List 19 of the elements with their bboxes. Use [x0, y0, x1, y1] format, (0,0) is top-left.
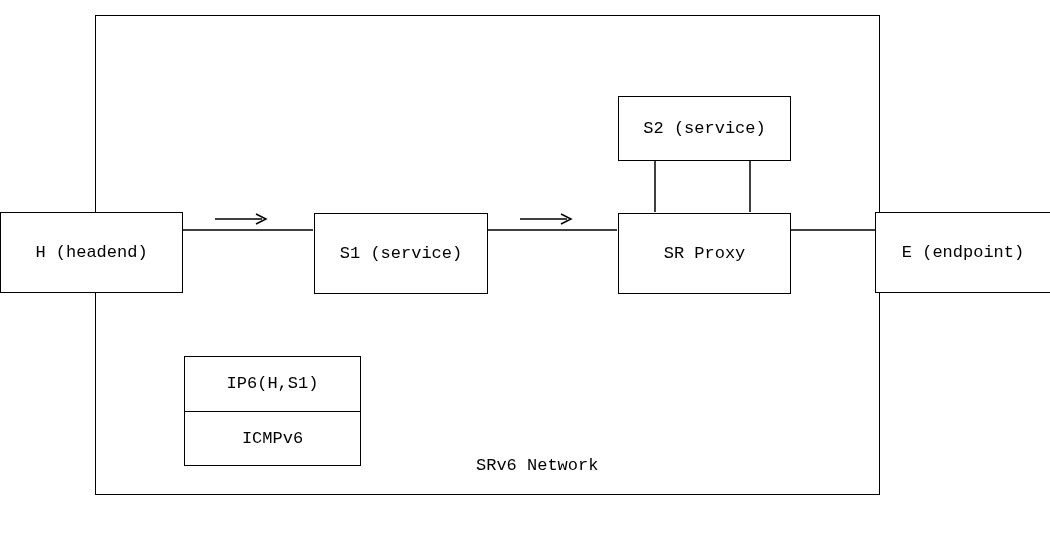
connector-line	[182, 229, 314, 231]
node-label: E (endpoint)	[900, 241, 1026, 264]
packet-stack	[184, 356, 361, 466]
node-label: S2 (service)	[642, 117, 767, 140]
node-label: SR Proxy	[662, 242, 747, 265]
node-box	[314, 213, 488, 294]
node-label: H (headend)	[34, 241, 149, 264]
node-box	[0, 212, 183, 293]
connector-line	[486, 229, 618, 231]
network-label: SRv6 Network	[476, 455, 599, 477]
connector-line	[749, 159, 751, 213]
node-label: S1 (service)	[338, 242, 464, 265]
connector-line	[654, 159, 656, 213]
connector-line	[789, 229, 876, 231]
packet-header: ICMPv6	[241, 427, 304, 450]
node-box	[618, 96, 791, 161]
node-box	[875, 212, 1050, 293]
packet-header: IP6(H,S1)	[226, 373, 319, 395]
node-box	[618, 213, 791, 294]
